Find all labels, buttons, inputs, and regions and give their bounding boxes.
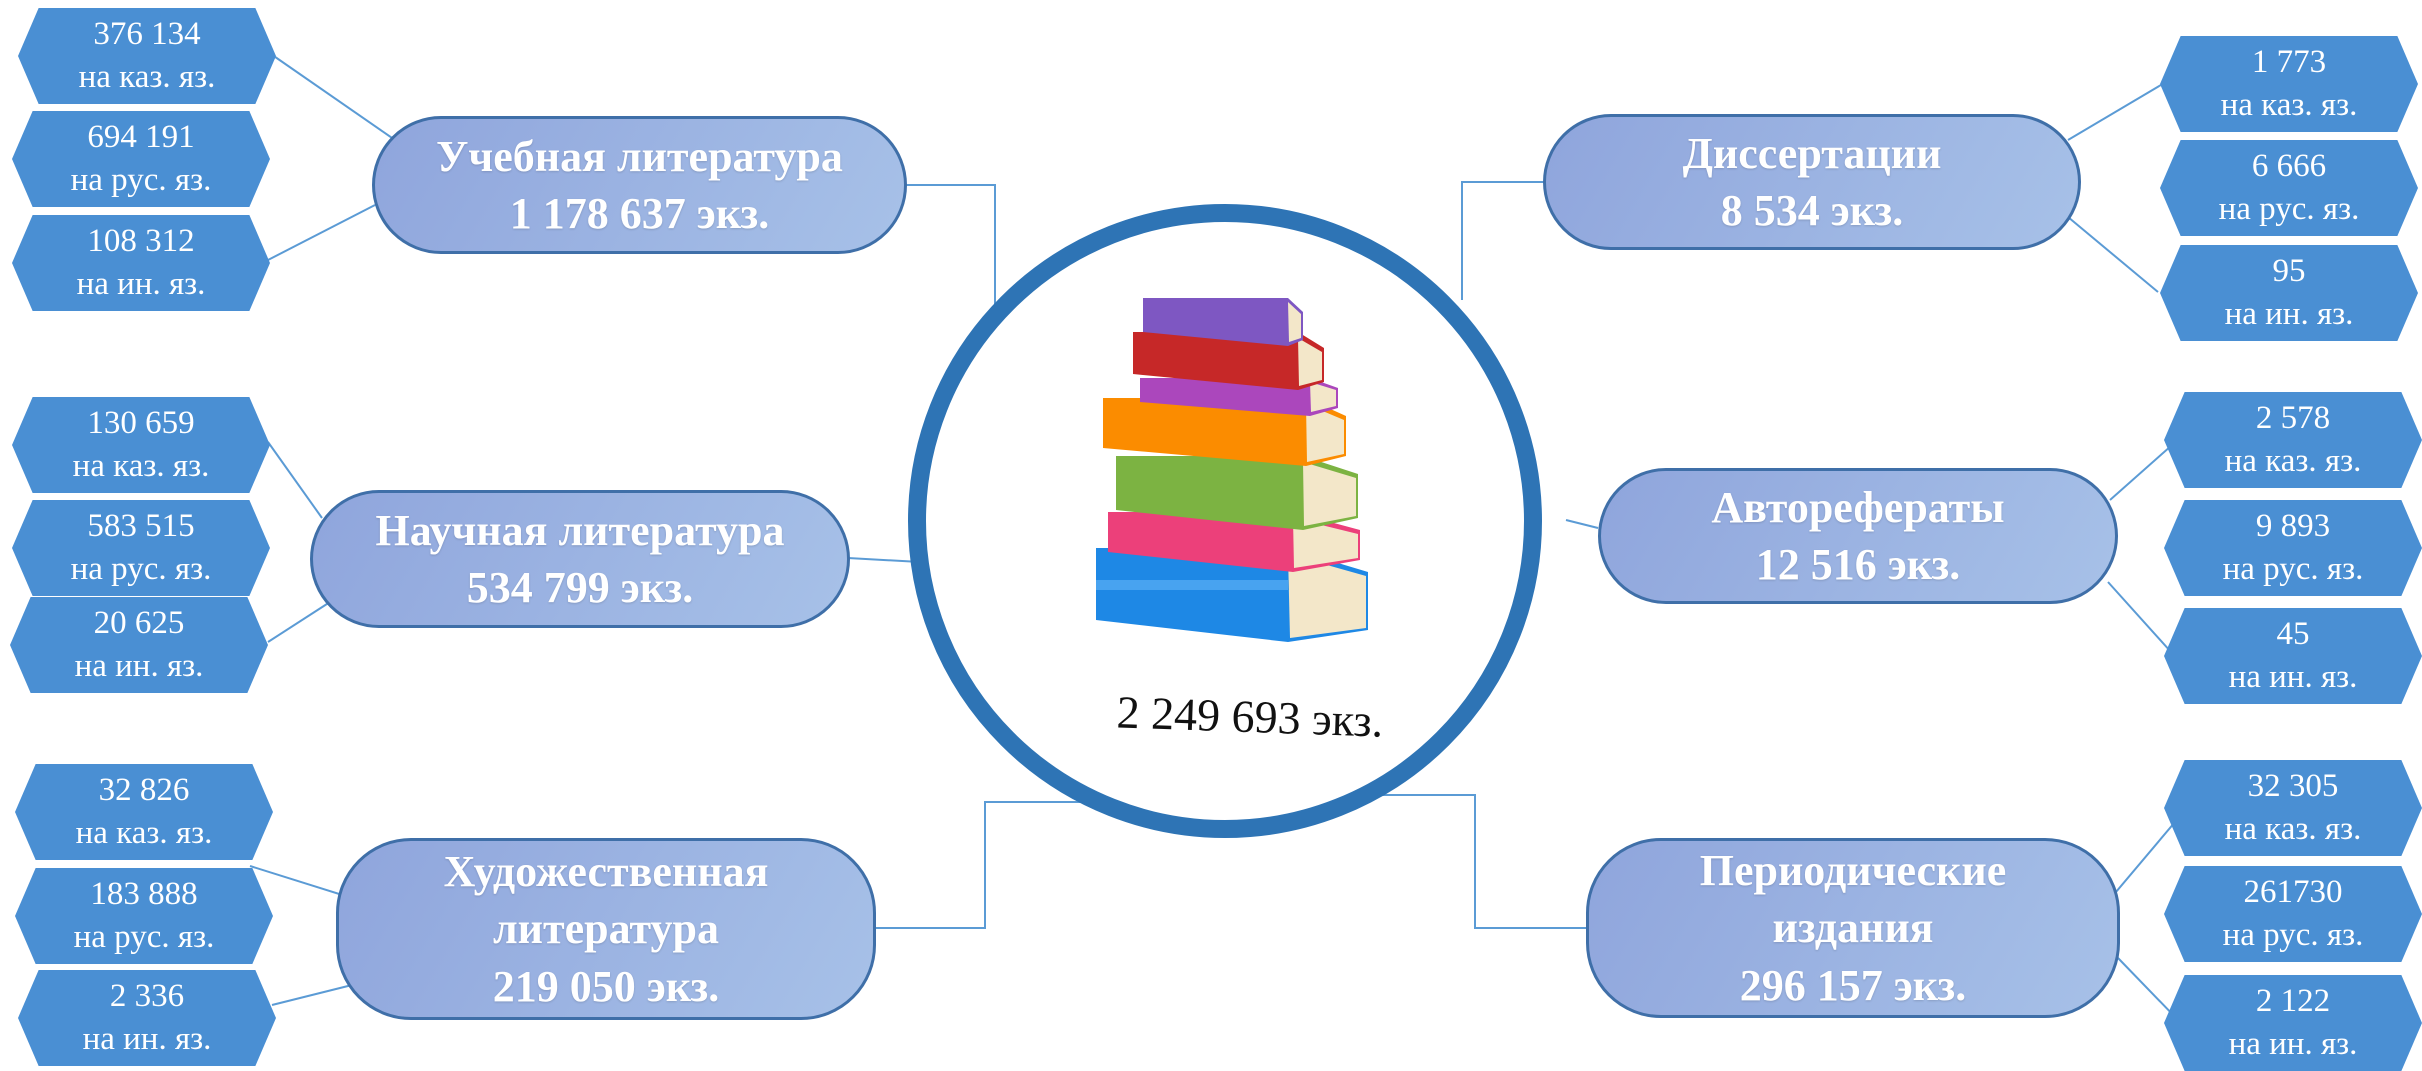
node-title-cont: издания [1772, 903, 1934, 953]
hex-lang: на рус. яз. [70, 551, 212, 587]
textbooks-rus-box: 694 191 на рус. яз. [12, 111, 270, 207]
scientific-rus-box: 583 515 на рус. яз. [12, 500, 270, 596]
node-count: 534 799 экз. [466, 563, 694, 612]
periodicals-kaz-box: 32 305 на каз. яз. [2164, 760, 2422, 856]
hex-value: 183 888 [90, 876, 198, 913]
stack-of-books-icon [1096, 298, 1368, 642]
abstracts-rus-box: 9 893 на рус. яз. [2164, 500, 2422, 596]
hex-value: 694 191 [87, 119, 195, 156]
hex-value: 6 666 [2251, 148, 2327, 185]
abstracts-kaz-box: 2 578 на каз. яз. [2164, 392, 2422, 488]
node-count: 8 534 экз. [1720, 186, 1904, 235]
hex-lang: на ин. яз. [76, 266, 206, 302]
textbooks-foreign-box: 108 312 на ин. яз. [12, 215, 270, 311]
hex-value: 9 893 [2255, 508, 2331, 545]
abstracts-foreign-box: 45 на ин. яз. [2164, 608, 2422, 704]
node-title: Научная литература [375, 505, 785, 555]
periodicals-rus-box: 261730 на рус. яз. [2164, 866, 2422, 962]
node-count: 219 050 экз. [492, 961, 720, 1011]
periodicals-node: Периодические издания 296 157 экз. [1586, 838, 2120, 1018]
fiction-kaz-box: 32 826 на каз. яз. [15, 764, 273, 860]
node-count: 12 516 экз. [1755, 540, 1961, 589]
hex-value: 2 578 [2255, 400, 2331, 437]
fiction-rus-box: 183 888 на рус. яз. [15, 868, 273, 964]
scientific-foreign-box: 20 625 на ин. яз. [10, 597, 268, 693]
scientific-node: Научная литература 534 799 экз. [310, 490, 850, 628]
dissertations-node: Диссертации 8 534 экз. [1543, 114, 2081, 250]
hex-lang: на ин. яз. [2228, 1026, 2358, 1062]
hex-value: 130 659 [87, 405, 195, 442]
dissertations-rus-box: 6 666 на рус. яз. [2160, 140, 2418, 236]
hex-value: 32 826 [98, 772, 190, 809]
node-title: Периодические [1699, 846, 2007, 896]
hex-value: 2 336 [109, 978, 185, 1015]
node-count: 296 157 экз. [1739, 960, 1967, 1010]
textbooks-node: Учебная литература 1 178 637 экз. [372, 116, 907, 254]
hex-value: 261730 [2243, 874, 2343, 911]
hex-lang: на ин. яз. [82, 1021, 212, 1057]
hex-lang: на ин. яз. [2224, 296, 2354, 332]
fiction-node: Художественная литература 219 050 экз. [336, 838, 876, 1020]
hex-lang: на ин. яз. [74, 648, 204, 684]
hex-lang: на рус. яз. [2218, 191, 2360, 227]
node-title: Художественная [443, 847, 769, 897]
hex-lang: на каз. яз. [75, 815, 213, 851]
node-title: Диссертации [1682, 128, 1942, 178]
node-title: Авторефераты [1711, 482, 2005, 532]
dissertations-foreign-box: 95 на ин. яз. [2160, 245, 2418, 341]
hex-lang: на каз. яз. [2224, 443, 2362, 479]
hex-value: 108 312 [87, 223, 195, 260]
hex-value: 95 [2272, 253, 2306, 290]
hex-value: 45 [2276, 616, 2310, 653]
hex-value: 583 515 [87, 508, 195, 545]
abstracts-node: Авторефераты 12 516 экз. [1598, 468, 2118, 604]
hex-lang: на рус. яз. [2222, 917, 2364, 953]
hex-value: 32 305 [2247, 768, 2339, 805]
node-title-cont: литература [492, 904, 719, 954]
hex-lang: на каз. яз. [2220, 87, 2358, 123]
hex-value: 20 625 [93, 605, 185, 642]
hex-lang: на каз. яз. [2224, 811, 2362, 847]
hex-value: 2 122 [2255, 983, 2331, 1020]
hex-lang: на каз. яз. [72, 448, 210, 484]
hex-lang: на каз. яз. [78, 59, 216, 95]
dissertations-kaz-box: 1 773 на каз. яз. [2160, 36, 2418, 132]
textbooks-kaz-box: 376 134 на каз. яз. [18, 8, 276, 104]
scientific-kaz-box: 130 659 на каз. яз. [12, 397, 270, 493]
hex-lang: на рус. яз. [2222, 551, 2364, 587]
node-title: Учебная литература [436, 131, 843, 181]
hex-lang: на рус. яз. [73, 919, 215, 955]
hex-value: 1 773 [2251, 44, 2327, 81]
periodicals-foreign-box: 2 122 на ин. яз. [2164, 975, 2422, 1071]
fiction-foreign-box: 2 336 на ин. яз. [18, 970, 276, 1066]
hex-lang: на ин. яз. [2228, 659, 2358, 695]
hex-value: 376 134 [93, 16, 201, 53]
node-count: 1 178 637 экз. [509, 189, 770, 238]
hex-lang: на рус. яз. [70, 162, 212, 198]
